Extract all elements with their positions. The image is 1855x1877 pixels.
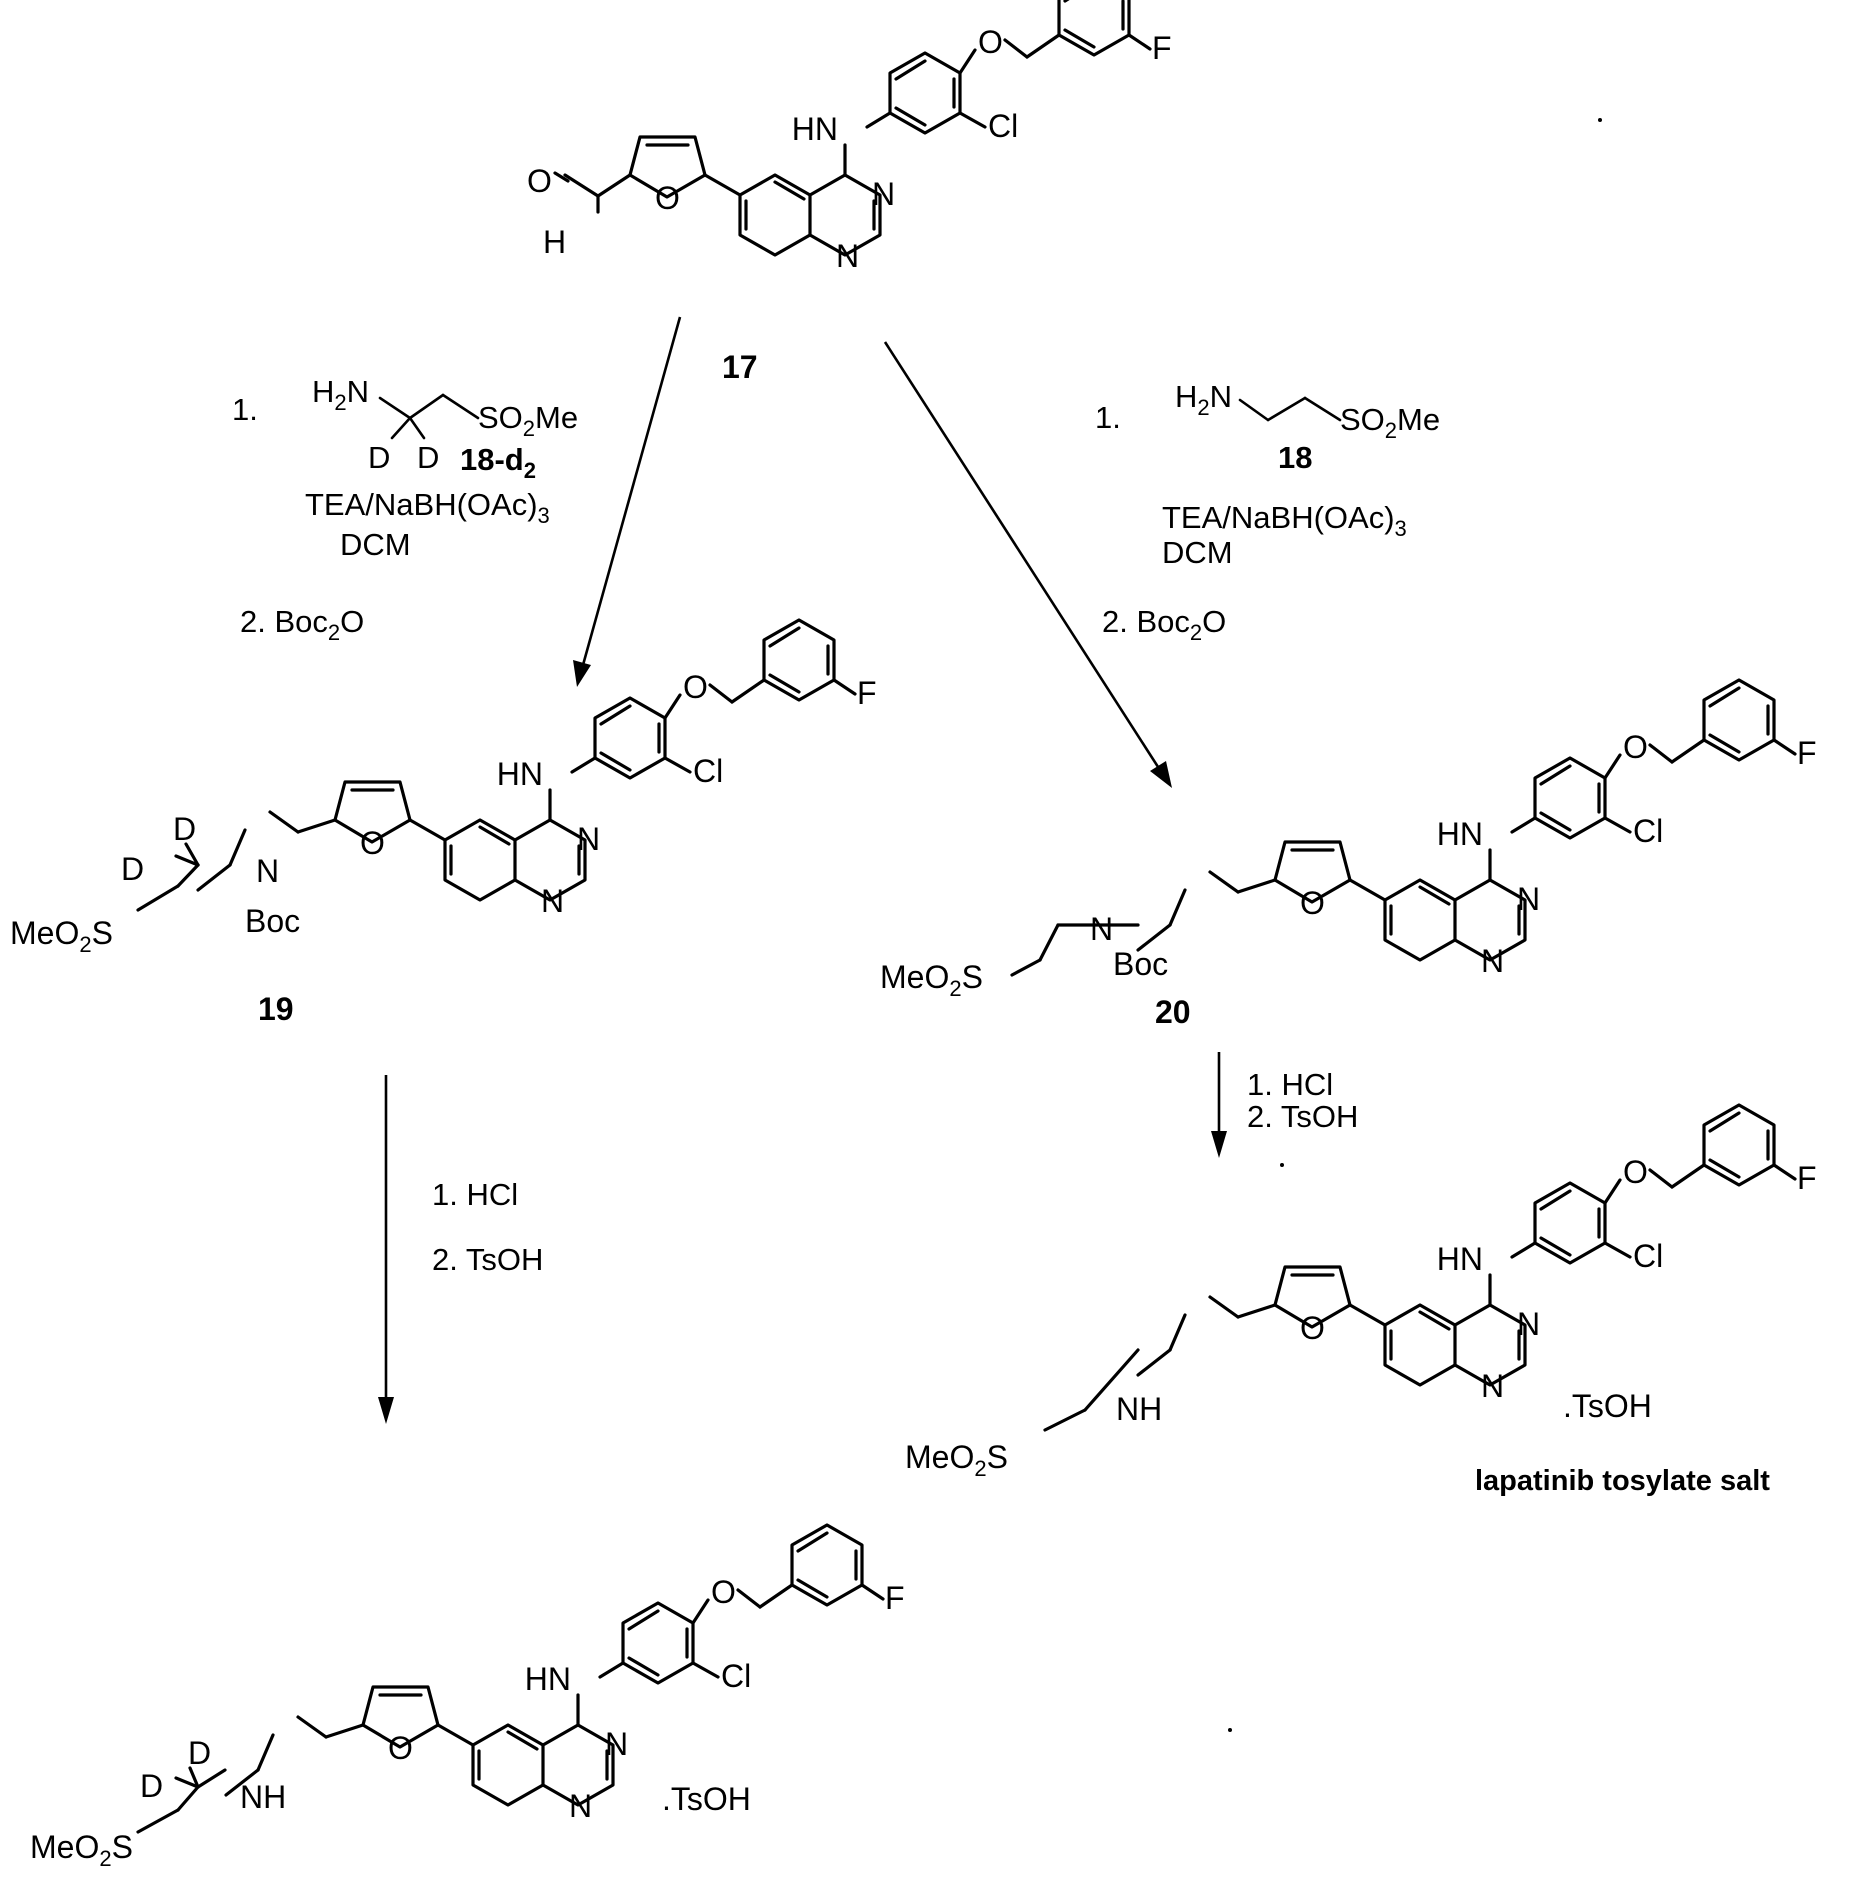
conditions-left: 1. H2N SO2Me D D 18-d2 TEA/NaBH(OAc)3 DC…	[232, 374, 578, 645]
left-deprotect-1: 1. HCl	[432, 1177, 518, 1212]
right-reagent-amine: H2N	[1175, 379, 1232, 420]
right-deprotect-1: 1. HCl	[1247, 1067, 1333, 1102]
speck	[1280, 1163, 1284, 1167]
compound-20: N Boc MeO2S 20	[880, 680, 1817, 1030]
left-reagent-label: 18-d2	[460, 442, 536, 483]
lapatinib-label: lapatinib tosylate salt	[1475, 1465, 1770, 1497]
atom-nh-lap: NH	[1116, 1391, 1162, 1427]
atom-d1-19: D	[173, 811, 196, 847]
right-conditions-2: DCM	[1162, 535, 1233, 570]
atom-h-aldehyde: H	[543, 224, 566, 260]
meo2s-20: MeO2S	[880, 959, 983, 1001]
atom-o-aldehyde: O	[527, 163, 552, 199]
left-reagent-d1: D	[368, 440, 390, 475]
left-reagent-d2: D	[417, 440, 439, 475]
speck	[1598, 118, 1602, 122]
boc-20: Boc	[1113, 946, 1168, 982]
compound-17: O H 17	[527, 0, 1172, 385]
arrow-19-to-final	[378, 1075, 394, 1424]
right-step2: 2. Boc2O	[1102, 604, 1226, 645]
left-reagent-amine: H2N	[312, 374, 369, 415]
compound-19: N Boc D D MeO2S 19	[10, 620, 877, 1027]
compound-20-label: 20	[1155, 994, 1191, 1030]
deuterated-lapatinib-tosylate: NH D D MeO2S .TsOH	[30, 1525, 905, 1871]
arrow-17-to-19	[573, 317, 680, 687]
right-reagent-label: 18	[1278, 440, 1312, 475]
atom-n-boc-19: N	[256, 853, 279, 889]
atom-d1-final: D	[188, 1735, 211, 1771]
meo2s-final: MeO2S	[30, 1829, 133, 1871]
arrow-20-to-lapatinib	[1211, 1052, 1227, 1158]
atom-d2-19: D	[121, 851, 144, 887]
compound-19-label: 19	[258, 991, 294, 1027]
tsoh-final: .TsOH	[662, 1781, 751, 1817]
boc-19: Boc	[245, 903, 300, 939]
conditions-right: 1. H2N SO2Me 18 TEA/NaBH(OAc)3 DCM 2. Bo…	[1095, 379, 1440, 645]
right-reagent-sulfone: SO2Me	[1340, 402, 1440, 443]
left-step2: 2. Boc2O	[240, 604, 364, 645]
left-reagent-sulfone: SO2Me	[478, 400, 578, 441]
meo2s-19: MeO2S	[10, 915, 113, 957]
atom-nh-d: NH	[240, 1779, 286, 1815]
left-conditions-2: DCM	[340, 527, 411, 562]
compound-17-label: 17	[722, 349, 758, 385]
left-step1-index: 1.	[232, 392, 258, 427]
lapatinib-tosylate: NH MeO2S .TsOH lapatinib tosylate salt	[905, 1105, 1817, 1497]
right-step1-index: 1.	[1095, 400, 1121, 435]
left-conditions-1: TEA/NaBH(OAc)3	[305, 487, 550, 528]
speck	[1228, 1728, 1232, 1732]
atom-n-boc-20: N	[1090, 911, 1113, 947]
meo2s-lap: MeO2S	[905, 1439, 1008, 1481]
arrow-17-to-20	[885, 342, 1172, 788]
right-deprotect-2: 2. TsOH	[1247, 1099, 1358, 1134]
atom-d2-final: D	[140, 1768, 163, 1804]
tsoh-lap: .TsOH	[1563, 1388, 1652, 1424]
left-deprotect-2: 2. TsOH	[432, 1242, 543, 1277]
